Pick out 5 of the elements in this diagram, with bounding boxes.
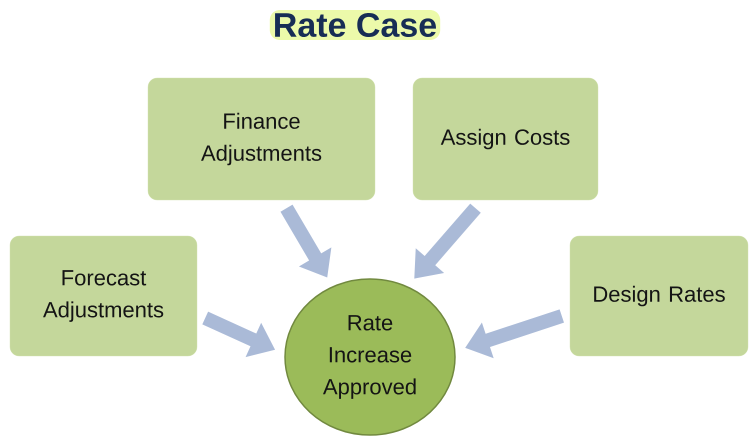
process-box: Forecast Adjustments <box>10 236 198 356</box>
title: Rate Case <box>270 10 440 40</box>
process-box: Design Rates <box>570 236 748 356</box>
process-box: Assign Costs <box>412 78 598 200</box>
process-box: Finance Adjustments <box>148 78 376 200</box>
